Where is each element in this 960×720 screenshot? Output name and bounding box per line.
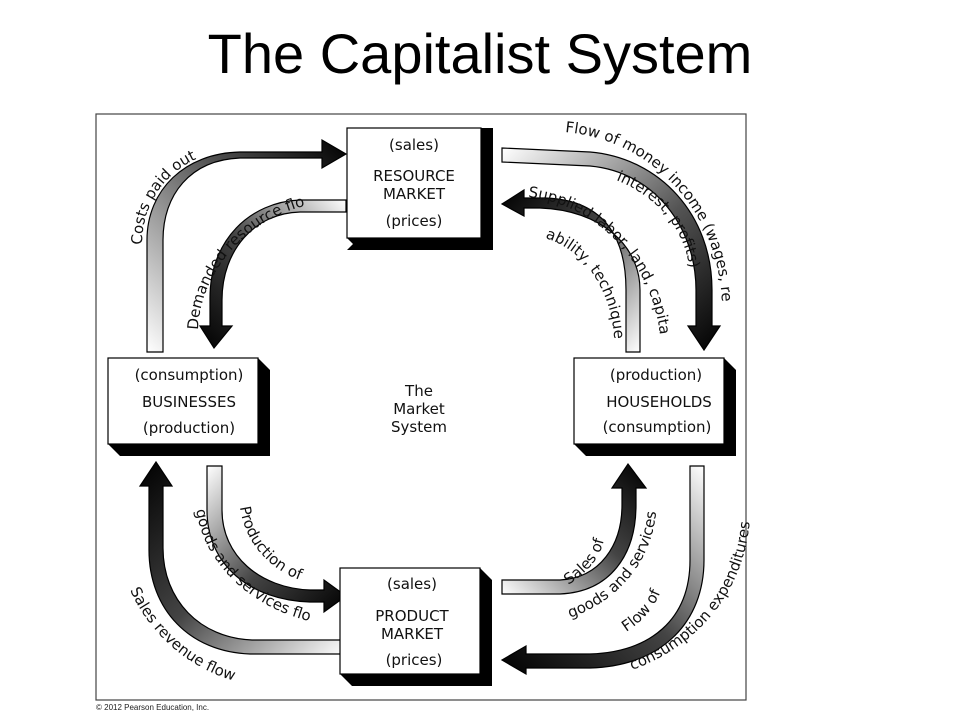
resource-market-line-2: RESOURCE xyxy=(373,167,455,185)
resource-market-line-4: (prices) xyxy=(386,212,443,230)
arrow-money-income xyxy=(501,147,722,352)
businesses-line-2: BUSINESSES xyxy=(142,393,236,411)
households-line-1: (production) xyxy=(610,366,702,384)
center-line-1: The xyxy=(404,382,433,400)
businesses-box: (consumption) BUSINESSES (production) xyxy=(107,357,270,456)
slide-title: The Capitalist System xyxy=(207,22,753,85)
product-market-box: (sales) PRODUCT MARKET (prices) xyxy=(339,567,492,686)
households-line-3: (consumption) xyxy=(603,418,712,436)
businesses-line-3: (production) xyxy=(143,419,235,437)
arrow-supplied-labor xyxy=(500,188,641,353)
households-line-2: HOUSEHOLDS xyxy=(606,393,712,411)
product-market-line-1: (sales) xyxy=(387,575,437,593)
center-line-2: Market xyxy=(393,400,445,418)
product-market-line-3: MARKET xyxy=(381,625,444,643)
resource-market-box: (sales) RESOURCE MARKET (prices) xyxy=(346,127,493,250)
center-line-3: System xyxy=(391,418,447,436)
market-system-label: The Market System xyxy=(391,382,447,436)
arrow-sales-revenue xyxy=(138,460,347,655)
arrow-consumption-expenditures xyxy=(500,465,705,676)
resource-market-line-3: MARKET xyxy=(383,185,446,203)
arrow-sales-of-goods xyxy=(501,462,648,595)
arrow-costs-paid-out xyxy=(146,138,348,353)
households-box: (production) HOUSEHOLDS (consumption) xyxy=(573,357,736,456)
product-market-line-2: PRODUCT xyxy=(375,607,449,625)
businesses-line-1: (consumption) xyxy=(135,366,244,384)
copyright-notice: © 2012 Pearson Education, Inc. xyxy=(96,703,210,712)
resource-market-line-1: (sales) xyxy=(389,136,439,154)
arrow-demanded-resource-flows xyxy=(198,199,347,350)
product-market-line-4: (prices) xyxy=(386,651,443,669)
